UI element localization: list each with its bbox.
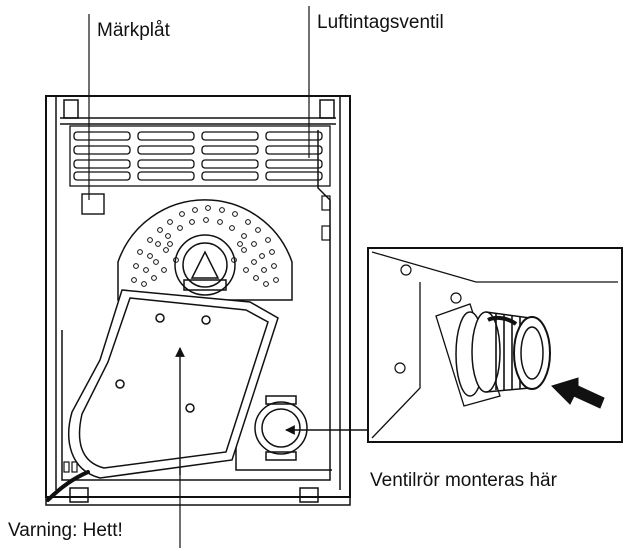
side-clips xyxy=(63,195,331,473)
access-panel xyxy=(68,289,279,479)
label-warning-hot: Varning: Hett! xyxy=(8,520,123,541)
air-intake-vents xyxy=(69,125,331,187)
vent-pipe-detail-inset xyxy=(367,247,623,443)
power-cable xyxy=(46,470,90,502)
exhaust-port xyxy=(254,395,308,461)
label-vent-pipe: Ventilrör monteras här xyxy=(370,470,558,491)
drum-cover xyxy=(117,199,293,301)
label-rating-plate: Märkplåt xyxy=(97,20,171,41)
label-air-intake-valve: Luftintagsventil xyxy=(317,12,444,33)
drum-perforations xyxy=(131,205,279,287)
push-arrow xyxy=(551,377,605,409)
rating-plate xyxy=(81,193,105,215)
dryer-cabinet xyxy=(45,95,351,506)
